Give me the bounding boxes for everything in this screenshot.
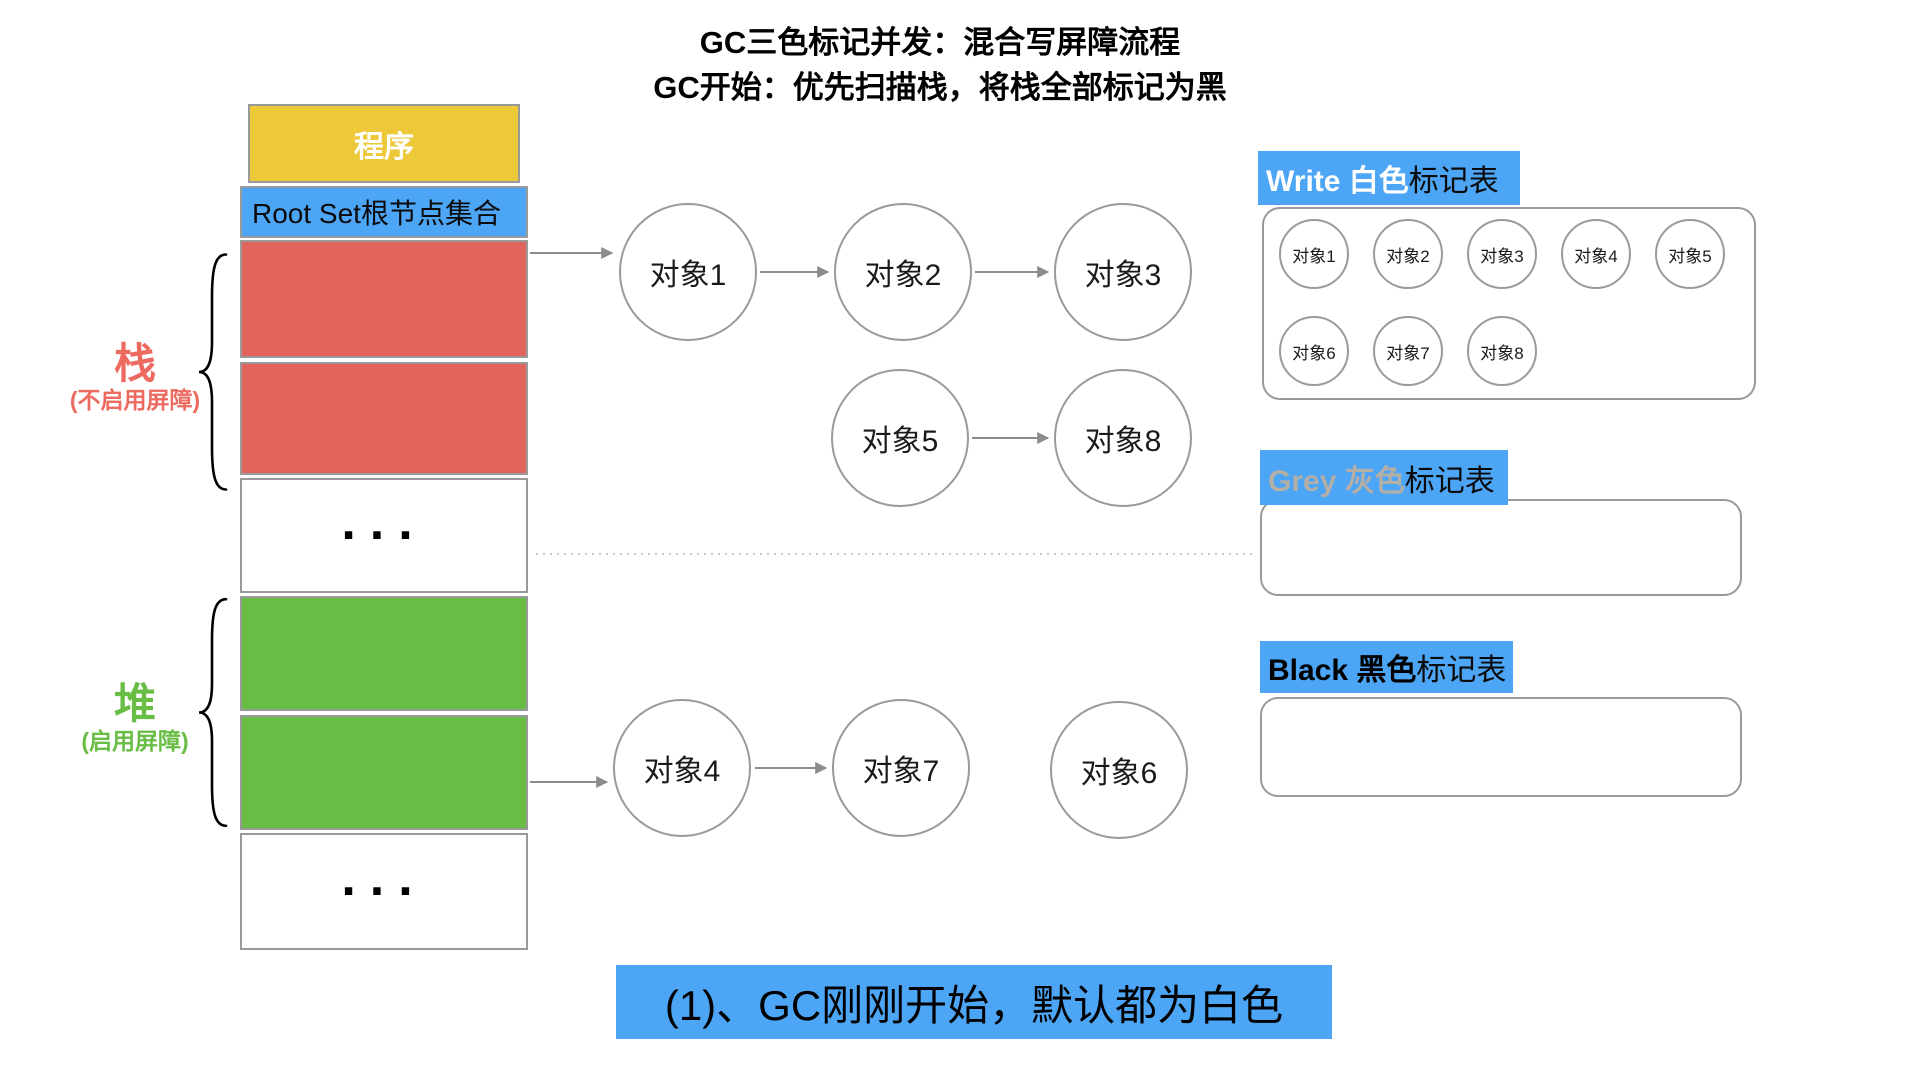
- white-table-title-suffix: 标记表: [1408, 165, 1499, 198]
- white-table-obj8: 对象8: [1467, 316, 1537, 386]
- white-table-header: Write 白色标记表: [1258, 151, 1520, 205]
- white-table-box: 对象1 对象2 对象3 对象4 对象5 对象6 对象7 对象8: [1262, 207, 1756, 400]
- graph-node-obj5: 对象5: [831, 369, 969, 507]
- memory-gap-2: ...: [240, 833, 528, 950]
- stack-note: (不启用屏障): [69, 387, 201, 413]
- grey-table-box: [1260, 499, 1742, 596]
- step-caption: (1)、GC刚刚开始，默认都为白色: [616, 965, 1332, 1039]
- diagram-title: GC三色标记并发：混合写屏障流程 GC开始：优先扫描栈，将栈全部标记为黑: [0, 20, 1880, 110]
- black-table-box: [1260, 697, 1742, 797]
- heap-note: (启用屏障): [81, 728, 189, 754]
- heap-label: 堆: [113, 680, 156, 727]
- title-line-1: GC三色标记并发：混合写屏障流程: [699, 25, 1181, 60]
- black-table-title-suffix: 标记表: [1416, 654, 1507, 687]
- graph-node-obj8: 对象8: [1054, 369, 1192, 507]
- black-table-title: Black 黑色: [1268, 654, 1417, 687]
- program-block: 程序: [248, 104, 520, 183]
- grey-table-title: Grey 灰色: [1268, 464, 1405, 498]
- heap-brace: [192, 592, 232, 833]
- graph-node-obj3: 对象3: [1054, 203, 1192, 341]
- heap-slot-2: [240, 715, 528, 830]
- stack-label: 栈: [113, 340, 156, 387]
- stack-brace: [192, 247, 232, 497]
- root-set-block: Root Set根节点集合: [240, 186, 528, 238]
- white-table-obj1: 对象1: [1279, 219, 1349, 289]
- white-table-obj2: 对象2: [1373, 219, 1443, 289]
- stack-slot-1: [240, 240, 528, 358]
- grey-table-header: Grey 灰色标记表: [1260, 450, 1508, 505]
- graph-node-obj4: 对象4: [613, 699, 751, 837]
- stack-slot-2: [240, 362, 528, 475]
- graph-node-obj2: 对象2: [834, 203, 972, 341]
- white-table-obj7: 对象7: [1373, 316, 1443, 386]
- title-line-2: GC开始：优先扫描栈，将栈全部标记为黑: [653, 70, 1227, 105]
- heap-slot-1: [240, 596, 528, 711]
- white-table-obj6: 对象6: [1279, 316, 1349, 386]
- graph-node-obj7: 对象7: [832, 699, 970, 837]
- white-table-title: Write 白色: [1266, 165, 1409, 198]
- memory-gap-1: ...: [240, 478, 528, 593]
- white-table-obj5: 对象5: [1655, 219, 1725, 289]
- graph-node-obj1: 对象1: [619, 203, 757, 341]
- graph-node-obj6: 对象6: [1050, 701, 1188, 839]
- black-table-header: Black 黑色标记表: [1260, 641, 1513, 693]
- grey-table-title-suffix: 标记表: [1404, 464, 1495, 498]
- white-table-obj4: 对象4: [1561, 219, 1631, 289]
- white-table-obj3: 对象3: [1467, 219, 1537, 289]
